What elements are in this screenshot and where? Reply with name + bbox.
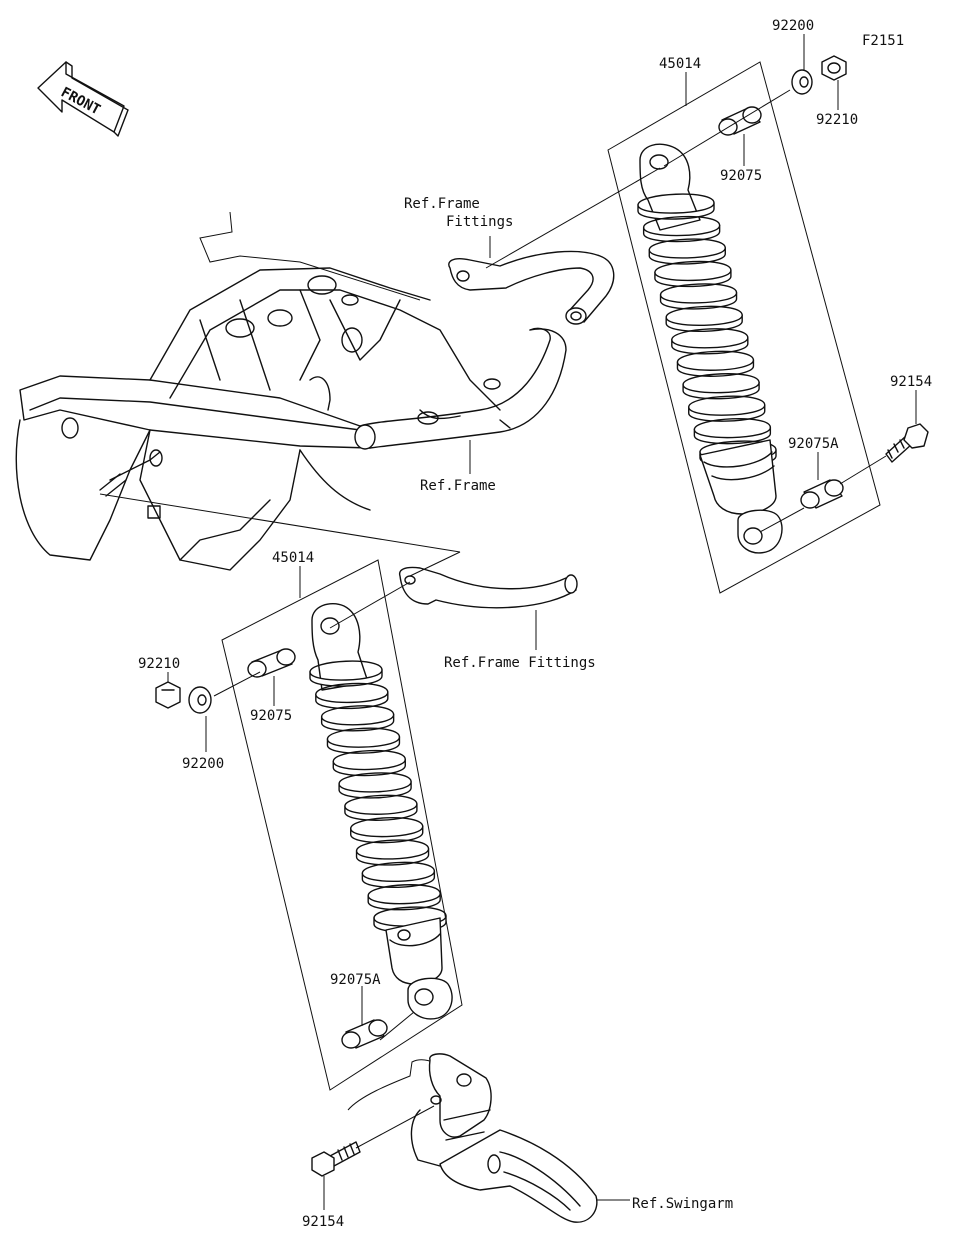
swingarm-drawing	[347, 1053, 598, 1223]
label-upper-washer: 92200	[772, 18, 814, 34]
upper-spring-coil	[676, 359, 755, 377]
lower-frame-fitting	[398, 566, 578, 609]
upper-spring-back	[676, 350, 755, 363]
label-lower-collar: 92075	[250, 708, 292, 724]
upper-spring-coil	[688, 404, 766, 422]
label-upper-collar-a: 92075A	[788, 436, 839, 452]
upper-spring-back	[688, 395, 766, 408]
label-lower-washer: 92200	[182, 756, 224, 772]
upper-spring-coil	[637, 202, 715, 220]
lower-bolt-icon	[311, 1141, 361, 1177]
label-ref-swingarm: Ref.Swingarm	[632, 1196, 733, 1212]
upper-spring-coil	[642, 224, 721, 243]
lower-spring-back	[367, 884, 441, 897]
lower-washer-icon	[188, 686, 212, 714]
lower-spring-back	[355, 839, 430, 852]
lower-shock-absorber	[309, 602, 453, 1020]
label-upper-shock: 45014	[659, 56, 701, 72]
upper-washer-icon	[791, 69, 813, 95]
upper-spring-back	[682, 373, 760, 386]
upper-shock-absorber	[637, 143, 783, 554]
lower-spring-coil	[332, 758, 406, 777]
upper-spring-coil	[682, 381, 760, 400]
upper-shock-outline	[607, 61, 881, 594]
upper-spring-back	[671, 328, 749, 341]
lower-spring-coil	[338, 781, 412, 799]
lower-spring-back	[326, 727, 401, 740]
upper-bolt-icon	[885, 423, 929, 463]
lower-spring-coil	[355, 848, 430, 866]
lower-shock-outline	[221, 559, 463, 1091]
lower-spring-back	[350, 817, 424, 830]
label-upper-collar: 92075	[720, 168, 762, 184]
upper-spring-back	[637, 193, 715, 206]
label-ref-frame: Ref.Frame	[420, 478, 496, 494]
upper-spring-coil	[654, 269, 732, 288]
lower-collar-icon	[247, 648, 296, 678]
upper-spring-back	[648, 238, 726, 251]
label-lower-bolt: 92154	[302, 1214, 344, 1230]
lower-spring-back	[338, 772, 412, 785]
front-arrow-icon: FRONT	[37, 61, 129, 137]
label-upper-ref-fittings-1: Ref.Frame	[404, 196, 480, 212]
upper-spring-coil	[665, 314, 743, 333]
lower-nut-icon	[155, 681, 181, 709]
label-upper-bolt: 92154	[890, 374, 932, 390]
frame-drawing	[15, 211, 567, 571]
upper-spring-coil	[659, 292, 738, 310]
lower-collar-a-icon	[341, 1019, 388, 1049]
upper-spring-back	[642, 215, 721, 229]
lower-spring-coil	[367, 892, 441, 911]
frame-tube-end	[354, 424, 376, 450]
label-upper-nut: 92210	[816, 112, 858, 128]
upper-spring-back	[693, 417, 772, 431]
upper-collar-a-icon	[800, 479, 844, 509]
lower-spring-coil	[344, 803, 418, 821]
upper-nut-icon	[821, 55, 847, 81]
upper-spring-coil	[693, 426, 772, 445]
lower-spring-coil	[315, 691, 389, 710]
diagram-code: F2151	[862, 33, 904, 49]
part-labels: 45014 92200 92210 92075 Ref.Frame Fittin…	[138, 18, 932, 1230]
label-upper-ref-fittings-2: Fittings	[446, 214, 513, 230]
upper-spring-back	[665, 305, 743, 318]
lower-spring-coil	[309, 669, 383, 687]
lower-spring-coil	[326, 736, 401, 754]
lower-spring-coil	[350, 825, 424, 844]
lower-spring-back	[361, 861, 436, 874]
upper-spring-back	[699, 440, 777, 453]
label-lower-shock: 45014	[272, 550, 314, 566]
lower-spring-back	[315, 682, 389, 696]
lower-spring-back	[344, 794, 418, 807]
upper-spring-coil	[648, 247, 726, 265]
upper-collar-icon	[718, 106, 762, 136]
lower-spring-back	[373, 906, 447, 919]
lower-spring-back	[320, 705, 395, 718]
upper-spring-back	[659, 283, 738, 296]
label-lower-collar-a: 92075A	[330, 972, 381, 988]
upper-frame-fitting	[448, 250, 615, 325]
leader-lines	[99, 34, 917, 1210]
upper-spring-back	[654, 260, 732, 274]
lower-spring-back	[332, 749, 406, 763]
lower-spring-coil	[361, 870, 436, 888]
label-lower-ref-fittings: Ref.Frame Fittings	[444, 655, 596, 671]
lower-spring-coil	[320, 714, 395, 732]
upper-spring-coil	[671, 337, 749, 355]
lower-spring-back	[309, 660, 383, 673]
label-lower-nut: 92210	[138, 656, 180, 672]
